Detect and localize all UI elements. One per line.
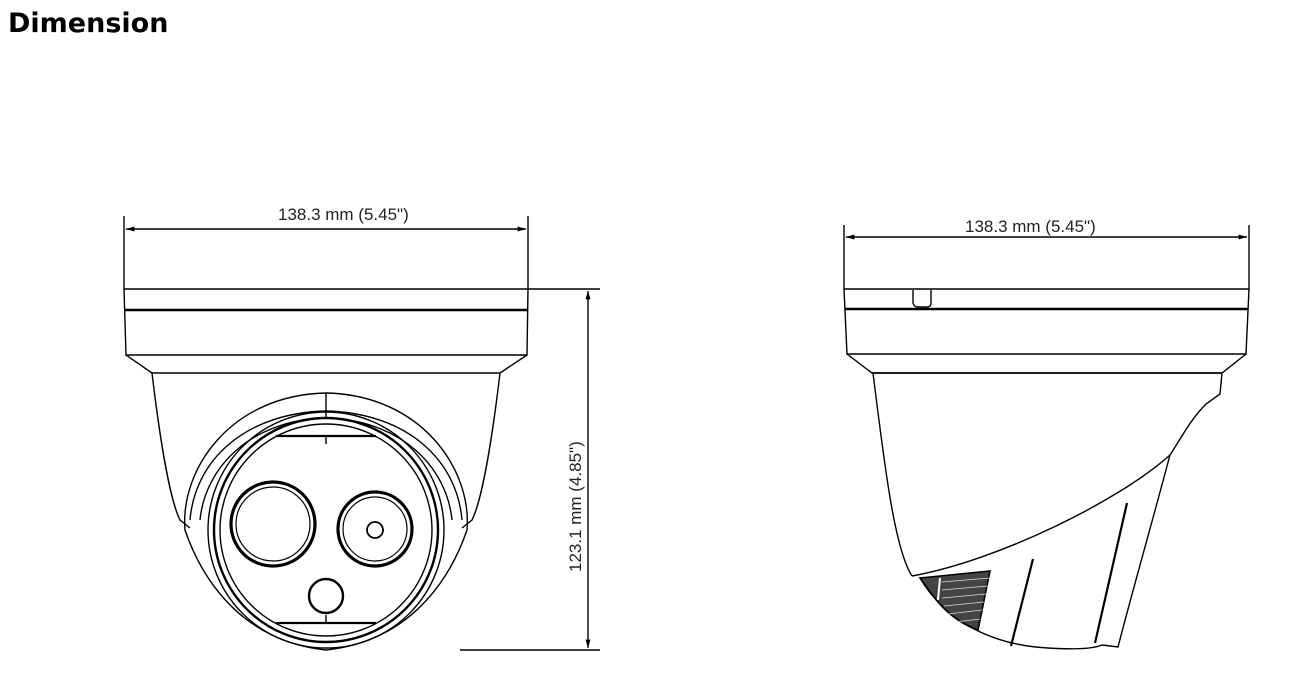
side-tab xyxy=(912,290,932,308)
side-lens-hatch xyxy=(918,570,992,632)
front-height-dimension xyxy=(460,291,600,651)
front-view: 138.3 mm (5.45") xyxy=(123,205,600,651)
front-height-label: 123.1 mm (4.85") xyxy=(566,441,585,572)
side-width-dimension xyxy=(843,225,1250,290)
page-title: Dimension xyxy=(8,8,169,39)
front-width-dimension xyxy=(123,216,529,290)
side-width-label: 138.3 mm (5.45") xyxy=(965,217,1096,236)
side-view: 138.3 mm (5.45") xyxy=(843,217,1250,650)
front-width-label: 138.3 mm (5.45") xyxy=(278,205,409,224)
